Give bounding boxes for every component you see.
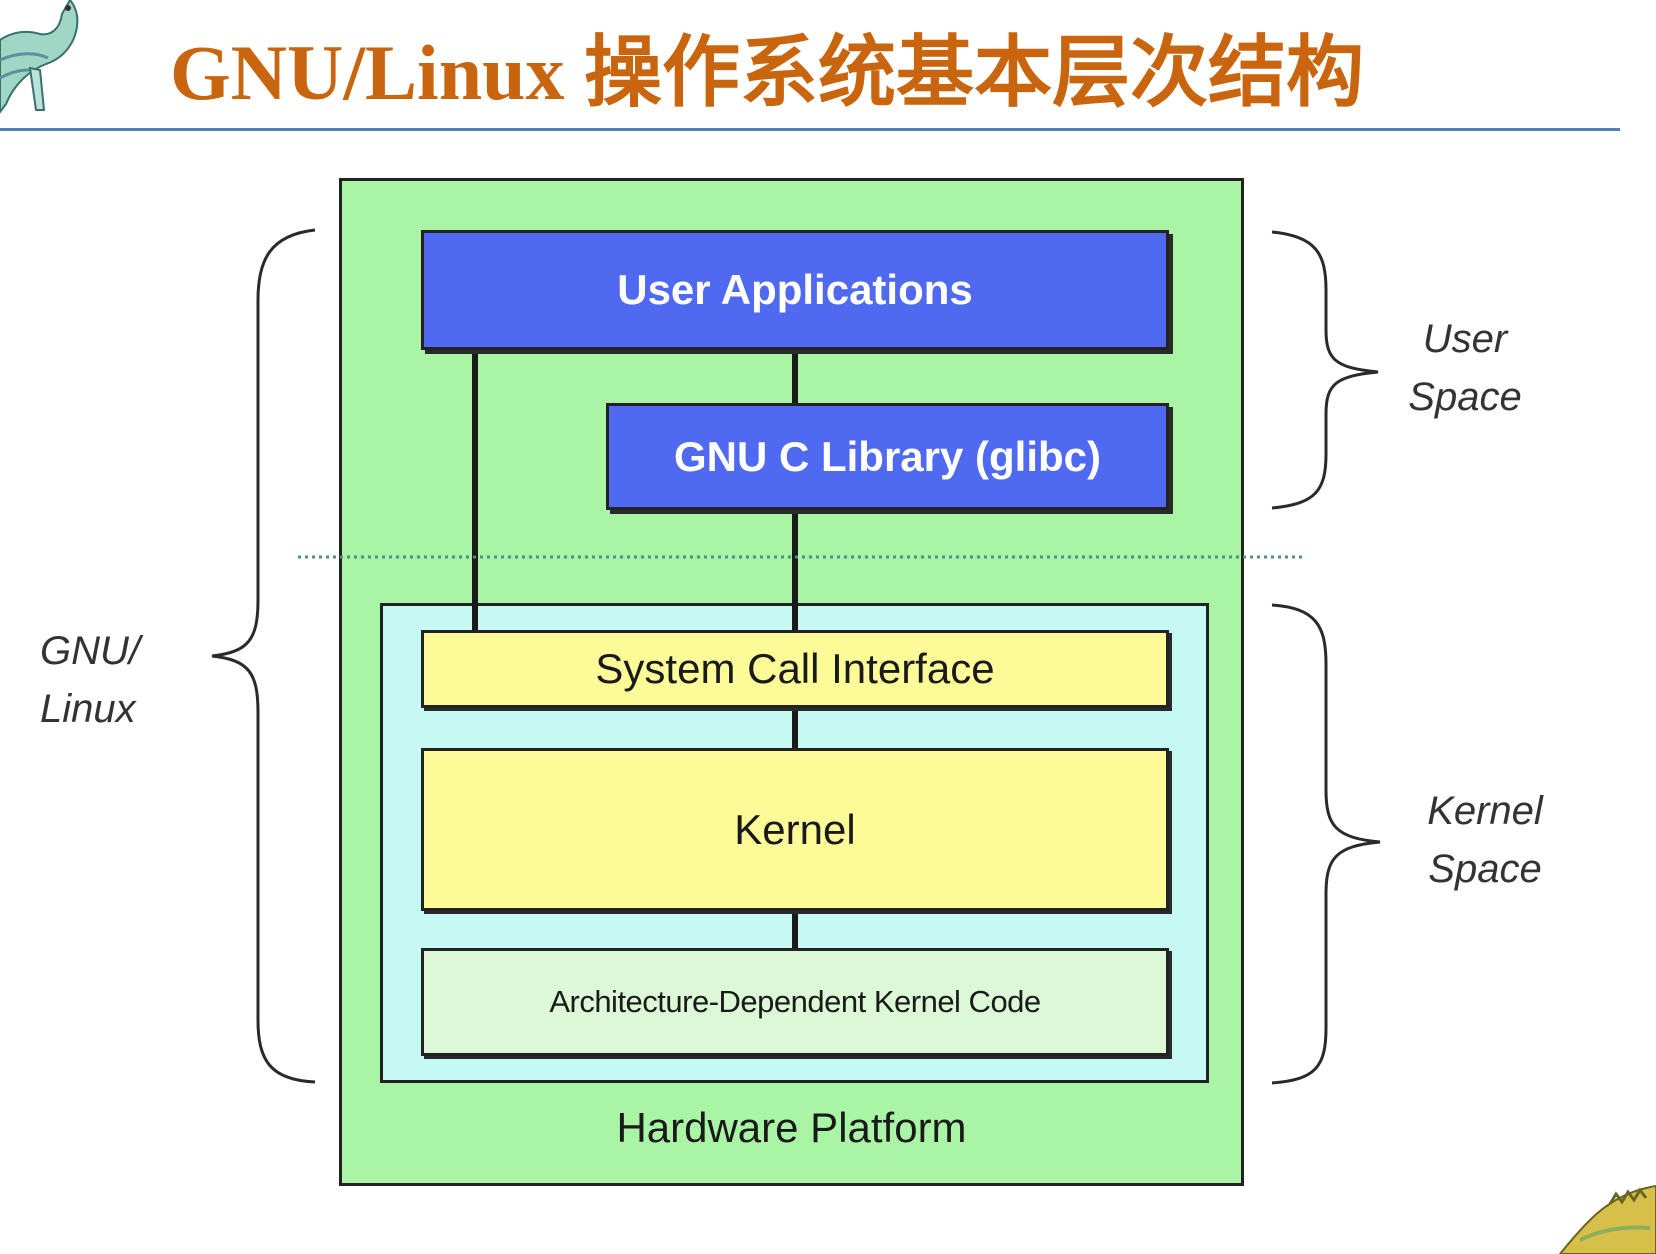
gnu-linux-label-line2: Linux xyxy=(40,687,136,731)
kernel-box: Kernel xyxy=(421,748,1169,911)
page-title: GNU/Linux 操作系统基本层次结构 xyxy=(170,29,1364,116)
connector-apps-to-syscall-left xyxy=(472,350,478,632)
kernel-space-brace xyxy=(1271,603,1381,1085)
user-space-brace xyxy=(1271,230,1379,510)
title-underline xyxy=(0,128,1620,131)
dinosaur-logo-icon xyxy=(0,0,79,114)
dinosaur-corner-icon xyxy=(1558,1184,1656,1254)
hardware-platform-label: Hardware Platform xyxy=(616,1104,967,1151)
gnu-linux-label: GNU/ Linux xyxy=(40,622,190,738)
gnu-linux-label-line1: GNU/ xyxy=(40,629,140,673)
connector-glibc-to-syscall xyxy=(792,510,798,632)
arch-dependent-code-box: Architecture-Dependent Kernel Code xyxy=(421,948,1169,1056)
connector-kernel-to-arch xyxy=(792,911,798,950)
user-space-label: User Space xyxy=(1390,310,1540,426)
glibc-box: GNU C Library (glibc) xyxy=(606,403,1169,510)
user-space-label-line1: User xyxy=(1422,317,1508,361)
user-applications-box: User Applications xyxy=(421,230,1169,350)
kernel-space-label-line2: Space xyxy=(1428,847,1542,891)
system-call-interface-box: System Call Interface xyxy=(421,630,1169,708)
connector-syscall-to-kernel xyxy=(792,708,798,750)
kernel-space-label: Kernel Space xyxy=(1400,782,1570,898)
connector-apps-to-glibc xyxy=(792,350,798,405)
gnu-linux-brace xyxy=(211,228,316,1084)
user-space-label-line2: Space xyxy=(1408,375,1522,419)
kernel-space-label-line1: Kernel xyxy=(1427,789,1543,833)
